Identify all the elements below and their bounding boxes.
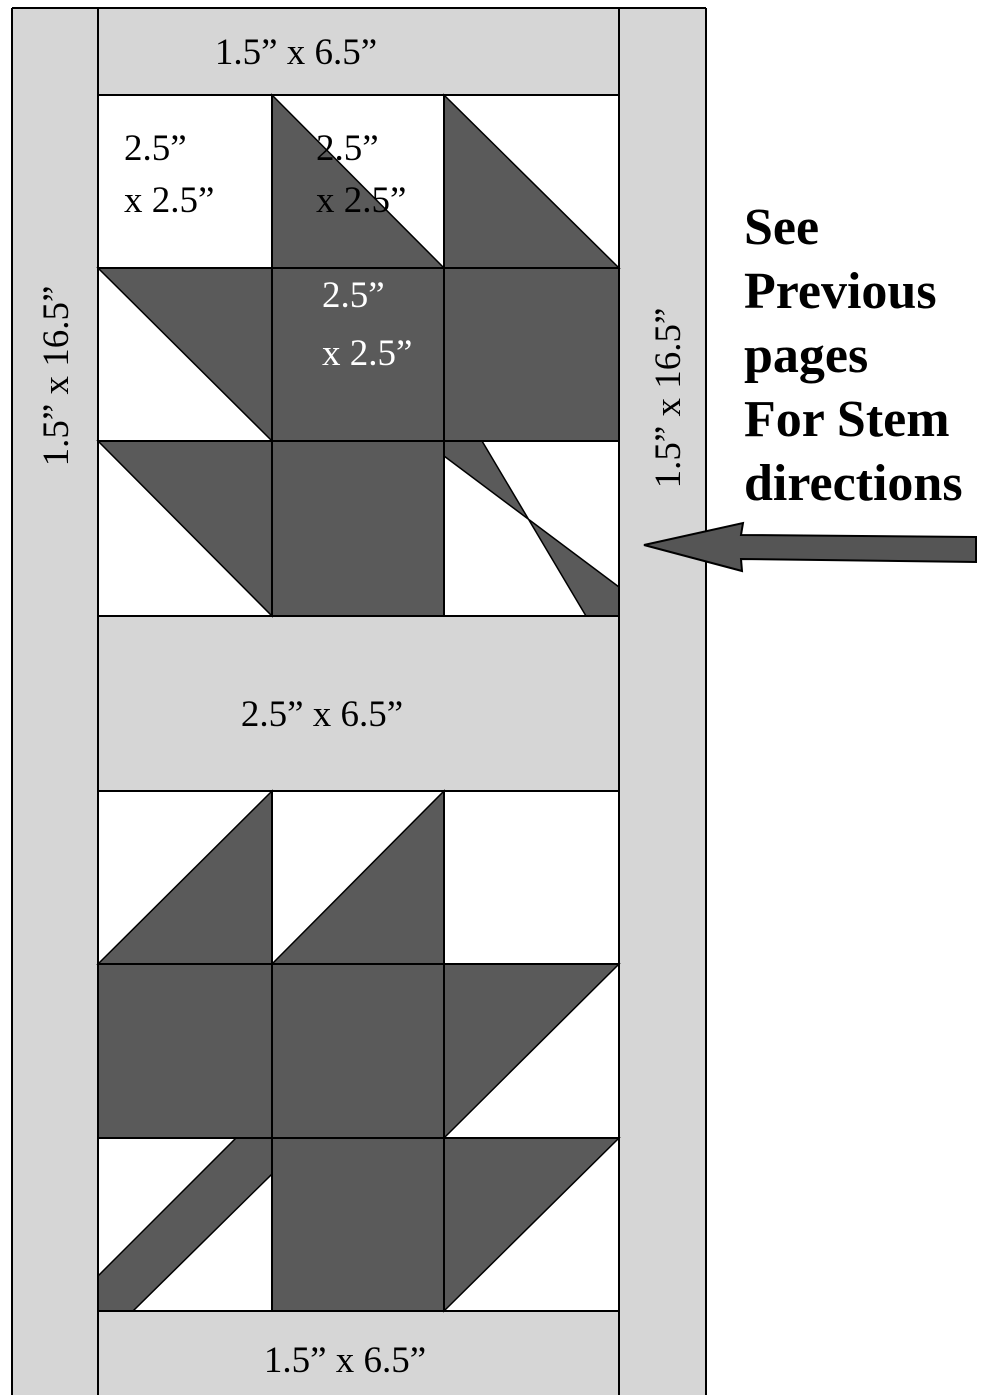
square-a-label-line2: x 2.5” <box>124 180 214 221</box>
note-line-2: Previous <box>744 263 937 320</box>
square-b-label-line1: 2.5” <box>316 128 379 169</box>
top-sashing-strip <box>98 8 619 95</box>
right-sashing-strip <box>619 8 706 1395</box>
left-arrow-icon <box>643 521 977 573</box>
note-line-3: pages <box>744 327 868 384</box>
left-sashing-strip <box>12 8 98 1395</box>
note-line-4: For Stem <box>744 391 950 448</box>
lower-leaf-block <box>96 789 621 1313</box>
middle-sashing-strip <box>98 616 619 791</box>
square-c-label-line2: x 2.5” <box>322 333 412 374</box>
stem-note: See Previous pages For Stem directions <box>744 199 963 512</box>
note-line-1: See <box>744 199 819 256</box>
note-line-5: directions <box>744 455 963 512</box>
square-a-label-line1: 2.5” <box>124 128 187 169</box>
square-c-label-line1: 2.5” <box>322 275 385 316</box>
middle-strip-label: 2.5” x 6.5” <box>241 694 403 735</box>
bottom-strip-label: 1.5” x 6.5” <box>264 1340 426 1381</box>
upper-leaf-block <box>96 93 621 618</box>
right-strip-label: 1.5” x 16.5” <box>648 308 689 489</box>
grid-lines <box>11 7 707 1395</box>
bottom-sashing-strip <box>98 1311 619 1395</box>
left-strip-label: 1.5” x 16.5” <box>36 286 77 467</box>
sashing-strips <box>12 8 706 1395</box>
square-b-label-line2: x 2.5” <box>316 180 406 221</box>
top-strip-label: 1.5” x 6.5” <box>215 32 377 73</box>
